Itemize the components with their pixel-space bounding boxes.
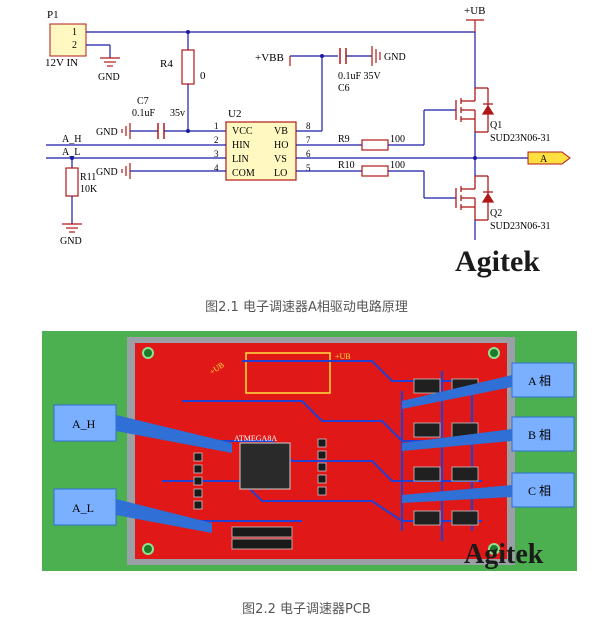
u2-pin-com: COM [232,168,255,179]
c7-gnd-label: GND [96,127,118,138]
pcb-layout-image: +UB +UB ATMEGA8A A_H A_L A 相 B 相 C 相 [42,331,577,571]
power-area-outline [245,352,331,394]
q2-mosfet [455,175,495,221]
c6-value: 0.1uF 35V [338,71,382,82]
label-box-ah [53,404,117,442]
c7-ref: C7 [137,96,149,107]
vbb-label: +VBB [255,52,284,64]
u2-pin-hin: HIN [232,140,250,151]
p1-gnd-label: GND [98,72,120,83]
r10-value: 100 [390,160,405,171]
r4-resistor [181,49,195,85]
figure-caption-2: 图2.2 电子调速器PCB [242,602,371,617]
u2-pin-num-6: 6 [306,149,311,159]
u2-pin-lin: LIN [232,154,249,165]
u2-left-pins: VCC HIN LIN COM [232,126,255,179]
p1-value: 12V IN [45,57,78,69]
net-ah-label: A_H [62,134,81,145]
r9-value: 100 [390,134,405,145]
label-phase-c: C 相 [528,484,551,498]
r4-value: 0 [200,70,206,82]
u2-ic-body [225,121,297,181]
schematic-diagram: P1 1 2 12V IN GND +UB R4 0 +VBB GND 0.1u… [45,5,571,278]
mcu-chip [239,442,291,490]
label-al: A_L [72,501,94,515]
u2-ref: U2 [228,108,241,120]
r9-ref: R9 [338,134,350,145]
ground-symbol [62,223,82,233]
q2-ref: Q2 [490,208,502,219]
figure-caption-1: 图2.1 电子调速器A相驱动电路原理 [205,300,408,315]
u2-pin-num-7: 7 [306,135,311,145]
q2-part: SUD23N06-31 [490,221,551,232]
p1-ref: P1 [47,9,59,21]
u2-right-pins: VB HO VS LO [274,126,288,179]
u2-pin-vcc: VCC [232,126,253,137]
mcu-marking: ATMEGA8A [234,434,277,443]
label-box-phase-c [511,472,575,508]
u2-pin-vs: VS [274,154,287,165]
r11-gnd-label: GND [60,236,82,247]
callout-arrow-phase-a [402,375,512,409]
r9-resistor [361,139,389,151]
net-al-label: A_L [62,147,80,158]
u2-pin-ho: HO [274,140,288,151]
mounting-holes [142,347,500,555]
c7-capacitor [157,123,165,139]
watermark-logo: Agitek [455,245,540,278]
q1-ref: Q1 [490,120,502,131]
r11-value: 10K [80,184,98,195]
label-box-phase-a [511,362,575,398]
u2-pin-vb: VB [274,126,288,137]
c6-ref: C6 [338,83,350,94]
r10-resistor [361,165,389,177]
callout-arrow-phase-b [402,429,512,451]
ground-symbol [371,46,381,66]
p1-pin2: 2 [72,40,77,51]
c6-gnd-label: GND [384,52,406,63]
c7-value: 0.1uF [132,108,156,119]
output-port-a-label: A [540,154,548,165]
u2-pin-num-5: 5 [306,163,311,173]
callout-arrow-al [116,499,212,533]
pcb-watermark-logo: Agitek [464,539,544,570]
p1-connector-body [49,23,87,57]
label-phase-a: A 相 [528,374,551,388]
u2-pin-num-2: 2 [214,135,219,145]
ground-symbol [100,57,120,67]
label-phase-b: B 相 [528,428,551,442]
header-pins [193,438,327,550]
label-ah: A_H [72,417,96,431]
vub-label: +UB [464,5,485,17]
callout-arrow-ah [116,415,232,453]
callout-arrow-phase-c [402,485,512,503]
q1-part: SUD23N06-31 [490,133,551,144]
u2-pin-lo: LO [274,168,287,179]
r4-ref: R4 [160,58,173,70]
q1-mosfet [455,87,495,133]
r11-ref: R11 [80,172,96,183]
c6-capacitor [339,48,347,64]
ground-symbol [121,123,131,139]
u2-pin-num-4: 4 [214,163,219,173]
com-gnd-label: GND [96,167,118,178]
r11-resistor [65,167,79,197]
p1-pin1: 1 [72,27,77,38]
c7-voltage: 35v [170,108,185,119]
output-port-a [527,151,571,165]
u2-pin-num-1: 1 [214,121,219,131]
r10-ref: R10 [338,160,355,171]
ground-symbol [121,163,131,179]
silk-ub-label: +UB [335,352,351,361]
u2-pin-num-8: 8 [306,121,311,131]
u2-pin-num-3: 3 [214,149,219,159]
